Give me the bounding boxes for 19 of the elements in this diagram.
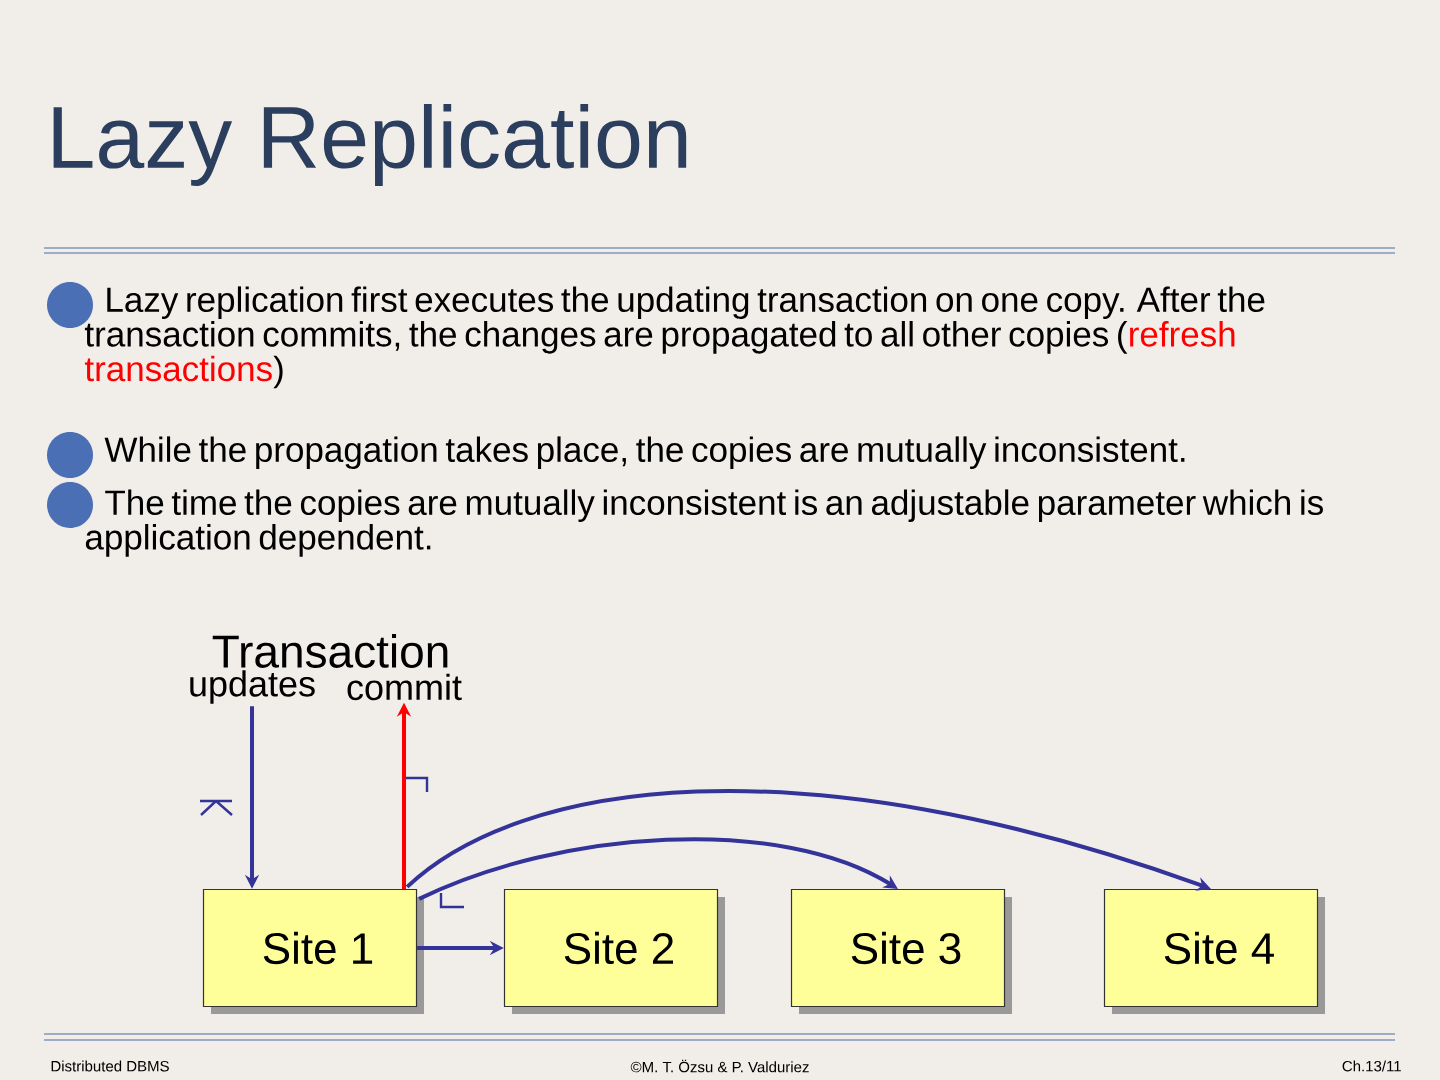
label: transactions <box>84 355 272 382</box>
site-box: Site 2 <box>503 888 719 1008</box>
footer-text: ©M. T. Özsu & P. Valduriez <box>630 1059 809 1073</box>
bullet-text: The time the copies are mutually inconsistent is an adjustable parameter which is application dependent. <box>85 489 1323 557</box>
flow-label: updates <box>190 670 315 704</box>
slide-title: Lazy Replication <box>53 104 687 186</box>
site-box: Site 4 <box>1103 888 1319 1008</box>
flow-label: commit <box>347 673 462 701</box>
bullet-text: While the propagation takes place, the copies are mutually inconsistent. <box>104 436 1185 470</box>
label: ) <box>273 355 283 389</box>
footer-text: Ch.13/11 <box>1342 1060 1401 1072</box>
bullet-text: Lazy replication first executes the updating transaction on one copy. After the transaction commits, the changes are propagated to all other copies (refresh transactions) <box>84 286 1265 389</box>
footer-text: Distributed DBMS <box>51 1060 169 1072</box>
site-box: Site 1 <box>202 888 418 1008</box>
label: Lazy replication first executes the updating transaction on one copy. After the <box>107 286 1265 320</box>
label: refresh <box>1130 321 1235 347</box>
label: transaction commits, the changes are propagated to all other copies ( <box>84 321 1128 354</box>
diagram-heading: Transaction <box>212 634 448 668</box>
site-box: Site 3 <box>790 888 1006 1008</box>
